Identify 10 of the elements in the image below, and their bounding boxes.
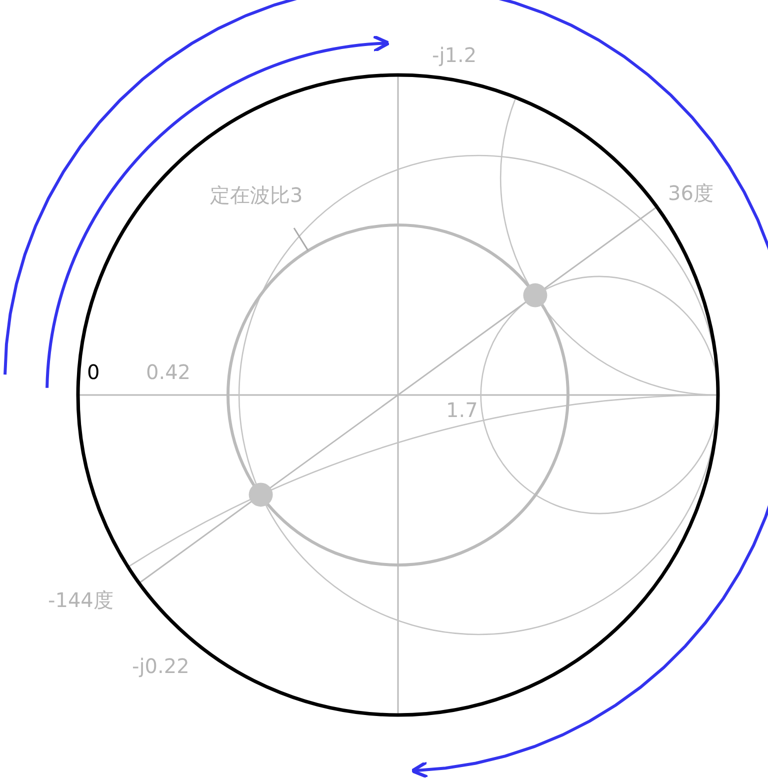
leader-line [293,228,309,252]
reactance-label: -j0.22 [132,656,190,676]
callout-label: 定在波比3 [210,185,303,205]
value-label: 0 [87,362,100,382]
value-label: 36度 [668,183,714,203]
reactance-label: -j1.2 [432,45,477,65]
value-label: 1.7 [446,400,478,420]
value-label: 0.42 [146,362,191,382]
value-label: -144度 [48,590,114,610]
vswr-circle [226,224,570,566]
